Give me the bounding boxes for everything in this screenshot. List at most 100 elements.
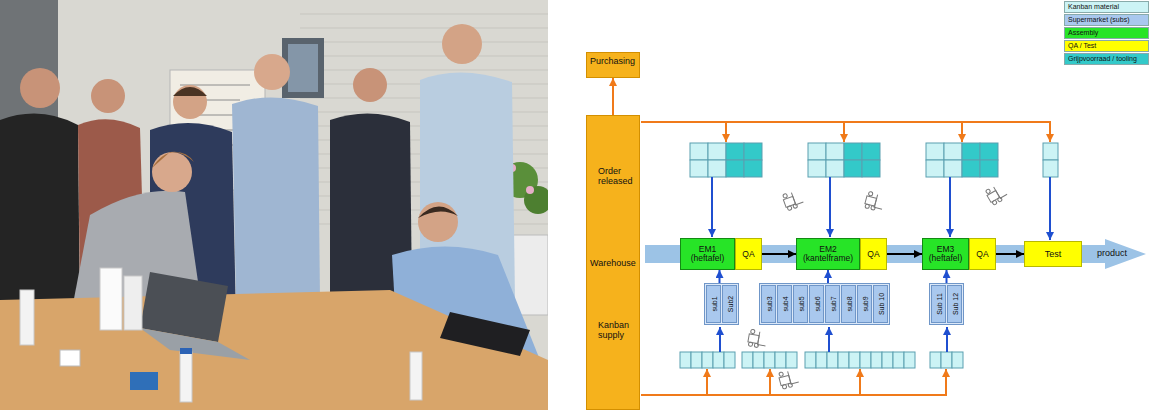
kanban-supply-grid [952,352,963,368]
sub-label: Sub 12 [951,293,958,315]
box-label: QA [742,249,754,259]
supermarket-cell: Sub 11 [931,285,946,323]
kanban-grid [726,160,744,177]
photo [300,56,548,57]
photo [300,70,548,71]
photo [0,114,80,330]
photo [124,276,142,330]
kanban-supply-grid [713,352,724,368]
flow-arrow [887,253,922,255]
kanban-supply-grid [702,352,713,368]
supermarket-cell: sub5 [793,285,808,323]
legend-text: Grijpvoorraad / tooling [1065,54,1148,64]
flow-arrow [946,270,948,283]
assembly-box: EM1 (heftafel) [680,238,735,270]
kanban-grid [980,160,998,177]
kanban-grid [862,160,880,177]
legend-text: Supermarket (subs) [1065,15,1148,25]
forklift-icon [748,342,753,347]
photo [60,350,80,366]
kanban-grid [980,143,998,160]
material-line [1049,177,1051,240]
supermarket-group: sub3sub4sub5sub6sub7sub8sub9Sub 10 [759,283,890,325]
photo [20,290,34,345]
supermarket-group: sub1Sub2 [704,283,739,325]
forklift-icon [864,191,886,212]
forklift-icon [997,197,1002,202]
kanban-grid [1043,160,1058,177]
flow-arrow [827,270,829,283]
photo [173,85,207,119]
kanban-supply-grid [742,352,753,368]
sub-label: sub3 [765,296,772,311]
assembly-box: EM2 (kantelframe) [796,238,860,270]
material-line [711,177,713,237]
photo [91,79,125,113]
kanban-grid [944,143,962,160]
material-line [946,327,948,352]
forklift-icon [793,204,798,209]
output-label: product [1097,248,1127,258]
forklift-icon [868,191,873,196]
material-line [829,177,831,237]
sub-label: Sub 11 [935,293,942,315]
qa-box: QA [969,238,996,270]
kanban-supply-grid [775,352,786,368]
legend-swatch: Kanban material [1064,1,1149,13]
kanban-grid [926,143,944,160]
order-line [641,121,1050,396]
photo [152,152,192,192]
kanban-grid [944,160,962,177]
forklift-icon [778,368,800,389]
kanban-grid [926,160,944,177]
kanban-grid [844,160,862,177]
photo [0,0,548,410]
box-label: EM3 (heftafel) [925,245,966,264]
kanban-supply-grid [805,352,816,368]
forklift-icon [782,189,805,211]
kanban-grid [744,160,762,177]
photo [20,68,60,108]
kanban-grid [744,143,762,160]
forklift-icon [985,189,990,194]
forklift-icon [865,204,870,209]
photo [180,348,192,354]
forklift-icon [787,206,792,211]
photo [0,0,548,410]
photo [232,97,320,300]
supermarket-cell: sub3 [761,285,776,323]
material-line [828,327,830,352]
flow-arrow [612,78,614,115]
legend-text: Kanban material [1065,2,1148,12]
forklift-icon [750,329,755,334]
supermarket-cell: sub7 [825,285,840,323]
order-line [1049,121,1051,142]
kanban-grid [962,160,980,177]
flow-label: Kanban supply [598,320,638,341]
supermarket-cell: Sub2 [722,285,737,323]
legend-swatch: Assembly [1064,27,1149,39]
order-line [706,369,708,395]
forklift-icon [747,182,1008,389]
photo [173,87,207,96]
kanban-grid [826,160,844,177]
kanban-grid [726,143,744,160]
box-label: QA [976,249,988,259]
sub-label: Sub 10 [877,293,884,315]
box-label: QA [867,249,879,259]
sub-label: sub6 [813,296,820,311]
photo [300,28,548,29]
forklift-icon [985,182,1009,206]
forklift-icon [788,383,793,388]
photo [353,68,387,102]
order-line [769,369,771,395]
kanban-grid [808,143,826,160]
supermarket-cell: sub6 [809,285,824,323]
qa-box: QA [735,238,762,270]
legend-text: Assembly [1065,28,1148,38]
kanban-supply-grid [827,352,838,368]
kanban-supply-grid [753,352,764,368]
legend-text: QA / Test [1065,41,1148,51]
